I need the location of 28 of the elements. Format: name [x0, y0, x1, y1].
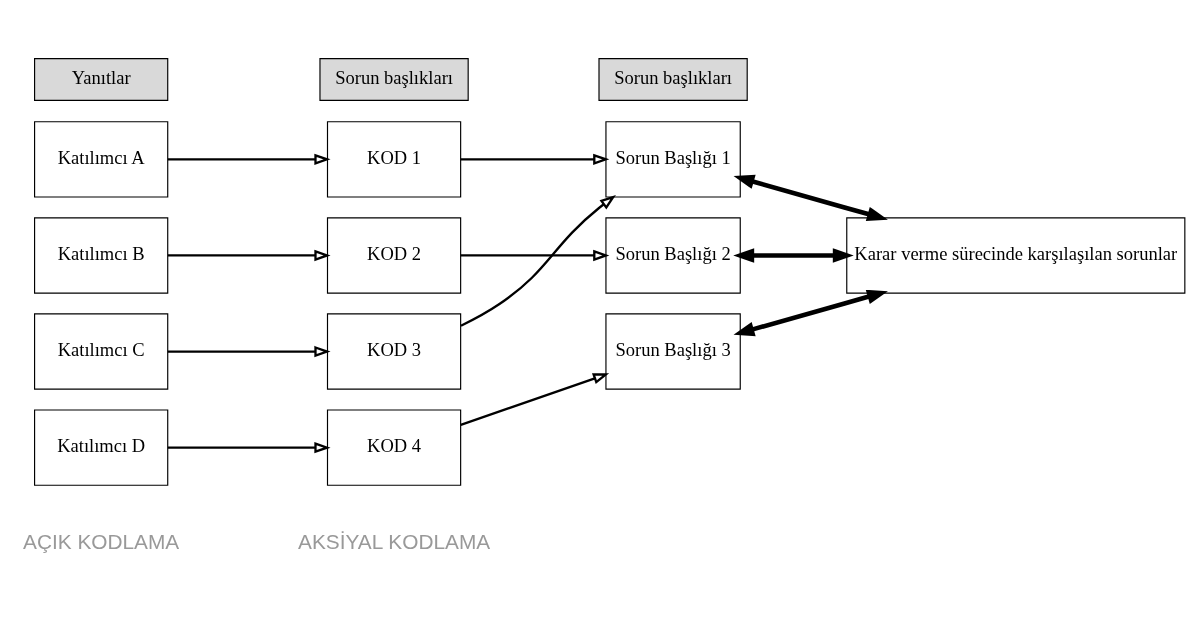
arrow — [167, 345, 331, 357]
node-box: Sorun Başlığı 3 — [605, 312, 741, 390]
label: AKSİYAL KODLAMA — [297, 529, 491, 553]
node-box: Karar verme sürecinde karşılaşılan sorunlar — [846, 216, 1186, 294]
node-box: Katılımcı B — [34, 216, 169, 294]
node-box: Katılımcı D — [34, 408, 169, 486]
arrow — [460, 372, 610, 426]
node-box: KOD 2 — [326, 216, 462, 294]
node-box: Sorun başlıkları — [319, 57, 469, 101]
node-box: Katılımcı A — [34, 120, 169, 198]
arrow — [167, 153, 331, 165]
label: AÇIK KODLAMA — [23, 529, 180, 553]
arrow — [167, 249, 331, 261]
node-box: KOD 4 — [326, 408, 462, 486]
arrow — [167, 441, 331, 453]
arrow — [733, 174, 888, 221]
node-box: Yanıtlar — [34, 57, 169, 101]
node-box: Sorun başlıkları — [598, 57, 748, 101]
arrow — [460, 153, 610, 165]
node-box: Katılımcı C — [34, 312, 169, 390]
arrow — [460, 249, 610, 261]
node-box: KOD 3 — [326, 312, 462, 390]
node-box: KOD 1 — [326, 120, 462, 198]
node-box: Sorun Başlığı 1 — [605, 120, 741, 198]
arrow — [733, 247, 854, 263]
node-box: Sorun Başlığı 2 — [605, 216, 741, 294]
arrow — [460, 194, 616, 327]
arrow — [733, 289, 888, 336]
